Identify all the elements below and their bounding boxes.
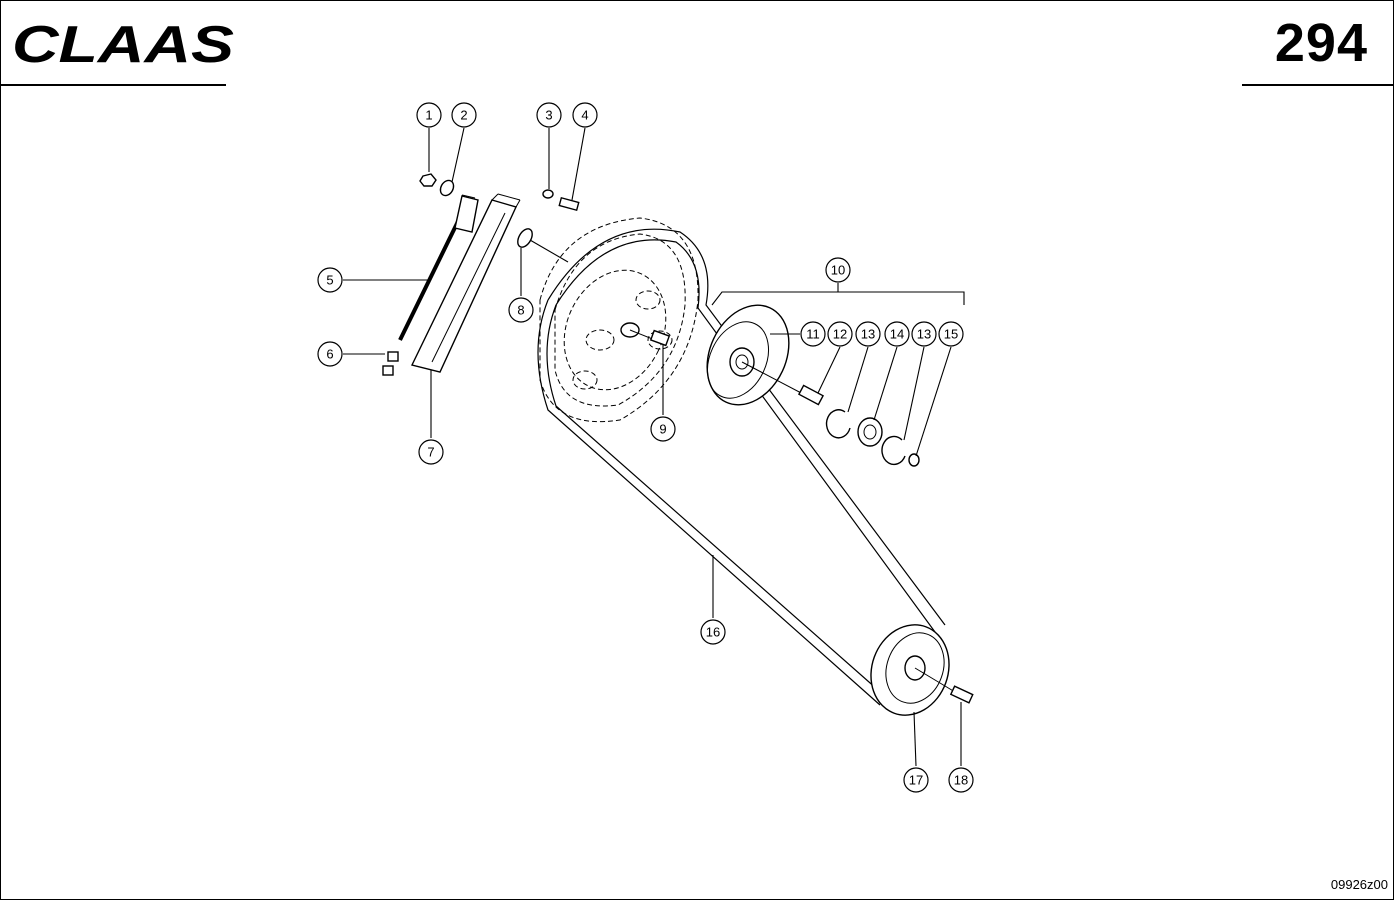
svg-text:7: 7	[427, 445, 434, 460]
svg-text:13: 13	[917, 327, 931, 342]
brand-wordmark: CLAAS	[12, 18, 234, 70]
callout-15: 15	[938, 321, 964, 347]
callout-5: 5	[317, 267, 343, 293]
svg-text:14: 14	[890, 327, 904, 342]
drawing-code: 09926z00	[1330, 877, 1388, 892]
callout-11: 11	[800, 321, 826, 347]
header-rule-left	[0, 84, 226, 86]
svg-text:1: 1	[425, 108, 432, 123]
svg-text:2: 2	[460, 108, 467, 123]
idler-pulley	[706, 304, 920, 467]
svg-text:16: 16	[706, 625, 720, 640]
callout-4: 4	[572, 102, 598, 128]
header-rule-right	[1242, 84, 1394, 86]
svg-text:9: 9	[659, 422, 666, 437]
callout-17: 17	[903, 767, 929, 793]
leader-lines	[343, 127, 965, 767]
callout-6: 6	[317, 341, 343, 367]
large-pulley	[539, 217, 699, 423]
tensioner-bracket	[410, 193, 521, 373]
callout-8: 8	[508, 297, 534, 323]
callout-1: 1	[416, 102, 442, 128]
svg-text:6: 6	[326, 347, 333, 362]
lower-pulley	[870, 624, 974, 716]
svg-text:10: 10	[831, 263, 845, 278]
page-number: 294	[1274, 13, 1368, 73]
callout-12: 12	[827, 321, 853, 347]
svg-text:4: 4	[581, 108, 588, 123]
callout-3: 3	[536, 102, 562, 128]
svg-text:8: 8	[517, 303, 524, 318]
svg-text:13: 13	[861, 327, 875, 342]
svg-text:15: 15	[944, 327, 958, 342]
callout-14: 14	[884, 321, 910, 347]
svg-text:12: 12	[833, 327, 847, 342]
svg-text:3: 3	[545, 108, 552, 123]
svg-text:5: 5	[326, 273, 333, 288]
callout-13b: 13	[911, 321, 937, 347]
callout-7: 7	[418, 439, 444, 465]
claas-logo: CLAAS	[12, 18, 234, 70]
callout-2: 2	[451, 102, 477, 128]
drive-belt	[537, 228, 946, 706]
callout-13a: 13	[855, 321, 881, 347]
threaded-rod	[398, 194, 479, 341]
svg-text:11: 11	[806, 327, 820, 342]
callout-10: 10	[825, 257, 851, 283]
callout-18: 18	[948, 767, 974, 793]
callout-9: 9	[650, 416, 676, 442]
bolt-9	[629, 329, 671, 347]
svg-text:18: 18	[954, 773, 968, 788]
svg-text:17: 17	[909, 773, 923, 788]
callout-16: 16	[700, 619, 726, 645]
hardware	[382, 173, 580, 376]
